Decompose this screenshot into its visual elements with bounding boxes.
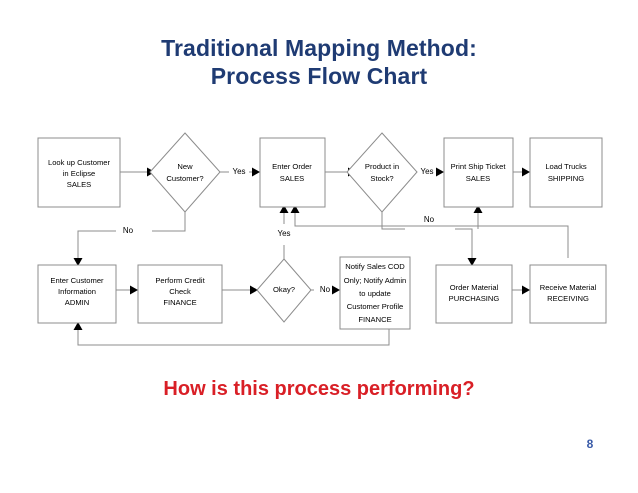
arrowhead-entercustomer-top-in	[73, 258, 83, 266]
connector-newcustomer-no	[152, 212, 186, 232]
connector-stock-no	[381, 212, 405, 230]
node-new-customer-shape	[149, 132, 221, 213]
page-number: 8	[586, 437, 594, 451]
arrowhead-enterorder-bottom-left-in	[279, 205, 289, 213]
edge-label-stock-no: No	[424, 215, 435, 224]
arrowhead-creditcheck-in	[130, 285, 138, 295]
node-receive-material[interactable]: Receive Material RECEIVING	[529, 264, 607, 324]
node-load-trucks-line-1: Load Trucks	[545, 162, 587, 171]
arrowhead-okay-in	[250, 285, 258, 295]
node-order-material-line-1: Order Material	[450, 283, 499, 292]
node-notify-sales-cod-line-5: FINANCE	[358, 315, 391, 324]
node-enter-order[interactable]: Enter Order SALES	[259, 137, 326, 208]
node-receive-material-line-2: RECEIVING	[547, 294, 589, 303]
node-receive-material-line-1: Receive Material	[540, 283, 597, 292]
node-perform-credit-check[interactable]: Perform Credit Check FINANCE	[137, 264, 223, 324]
node-notify-sales-cod[interactable]: Notify Sales COD Only; Notify Admin to u…	[339, 256, 411, 330]
node-perform-credit-check-shape	[137, 264, 223, 324]
arrowhead-printship-bottom-in	[473, 205, 483, 213]
node-product-in-stock-shape	[346, 132, 418, 213]
node-load-trucks-line-2: SHIPPING	[548, 174, 584, 183]
connector-notifysales-loopback	[77, 329, 390, 346]
node-notify-sales-cod-line-4: Customer Profile	[347, 302, 404, 311]
node-look-up-customer-shape	[37, 137, 121, 208]
node-look-up-customer-line-3: SALES	[67, 180, 91, 189]
arrowhead-enterorder-in	[252, 167, 260, 177]
edge-label-newcustomer-no: No	[123, 226, 134, 235]
node-enter-order-line-1: Enter Order	[272, 162, 312, 171]
arrowhead-loadtrucks-in	[522, 167, 530, 177]
node-print-ship-ticket[interactable]: Print Ship Ticket SALES	[443, 137, 514, 208]
edge-label-stock-yes: Yes	[420, 167, 433, 176]
node-new-customer-line-2: Customer?	[166, 174, 203, 183]
node-print-ship-ticket-line-2: SALES	[466, 174, 490, 183]
edge-label-okay-no: No	[320, 285, 331, 294]
node-enter-customer-information[interactable]: Enter Customer Information ADMIN	[37, 264, 117, 324]
node-load-trucks-shape	[529, 137, 603, 208]
node-order-material-shape	[435, 264, 513, 324]
arrowhead-ordermaterial-in	[467, 258, 477, 266]
node-enter-customer-information-shape	[37, 264, 117, 324]
node-print-ship-ticket-shape	[443, 137, 514, 208]
arrowhead-enterorder-bottom-right-in	[290, 205, 300, 213]
connector-stock-no-2	[455, 228, 473, 258]
node-enter-customer-information-line-1: Enter Customer	[50, 276, 104, 285]
arrowhead-printship-in	[436, 167, 444, 177]
node-okay-shape	[256, 258, 312, 323]
node-notify-sales-cod-line-1: Notify Sales COD	[345, 262, 405, 271]
arrowhead-notifysales-in	[332, 285, 340, 295]
page-title: Traditional Mapping Method: Process Flow…	[0, 34, 638, 90]
process-flow-chart: Yes Yes No	[37, 132, 607, 346]
page-title-line-2: Process Flow Chart	[210, 63, 428, 89]
connector-newcustomer-no-2	[77, 230, 116, 258]
node-order-material-line-2: PURCHASING	[449, 294, 500, 303]
node-enter-order-shape	[259, 137, 326, 208]
node-product-in-stock-line-1: Product in	[365, 162, 399, 171]
node-notify-sales-cod-shape	[339, 256, 411, 330]
node-enter-customer-information-line-2: Information	[58, 287, 96, 296]
edge-label-okay-yes: Yes	[277, 229, 290, 238]
node-product-in-stock[interactable]: Product in Stock?	[346, 132, 418, 213]
arrowhead-entercustomer-bottom-in	[73, 322, 83, 330]
node-okay-line-1: Okay?	[273, 285, 295, 294]
node-notify-sales-cod-line-2: Only; Notify Admin	[344, 276, 406, 285]
page-title-line-1: Traditional Mapping Method:	[161, 35, 477, 61]
node-enter-customer-information-line-3: ADMIN	[65, 298, 89, 307]
arrowhead-receivematerial-in	[522, 285, 530, 295]
node-print-ship-ticket-line-1: Print Ship Ticket	[451, 162, 507, 171]
node-look-up-customer[interactable]: Look up Customer in Eclipse SALES	[37, 137, 121, 208]
edge-label-newcustomer-yes: Yes	[232, 167, 245, 176]
node-look-up-customer-line-2: in Eclipse	[63, 169, 96, 178]
node-enter-order-line-2: SALES	[280, 174, 304, 183]
closing-question: How is this process performing?	[163, 378, 475, 400]
node-perform-credit-check-line-2: Check	[169, 287, 191, 296]
node-perform-credit-check-line-1: Perform Credit	[155, 276, 205, 285]
node-load-trucks[interactable]: Load Trucks SHIPPING	[529, 137, 603, 208]
node-perform-credit-check-line-3: FINANCE	[163, 298, 196, 307]
node-look-up-customer-line-1: Look up Customer	[48, 158, 111, 167]
node-receive-material-shape	[529, 264, 607, 324]
node-product-in-stock-line-2: Stock?	[370, 174, 393, 183]
node-new-customer-line-1: New	[177, 162, 193, 171]
node-notify-sales-cod-line-3: to update	[359, 289, 391, 298]
connector-receivematerial-loopback	[294, 213, 569, 258]
node-okay[interactable]: Okay?	[256, 258, 312, 323]
node-new-customer[interactable]: New Customer?	[149, 132, 221, 213]
node-order-material[interactable]: Order Material PURCHASING	[435, 264, 513, 324]
